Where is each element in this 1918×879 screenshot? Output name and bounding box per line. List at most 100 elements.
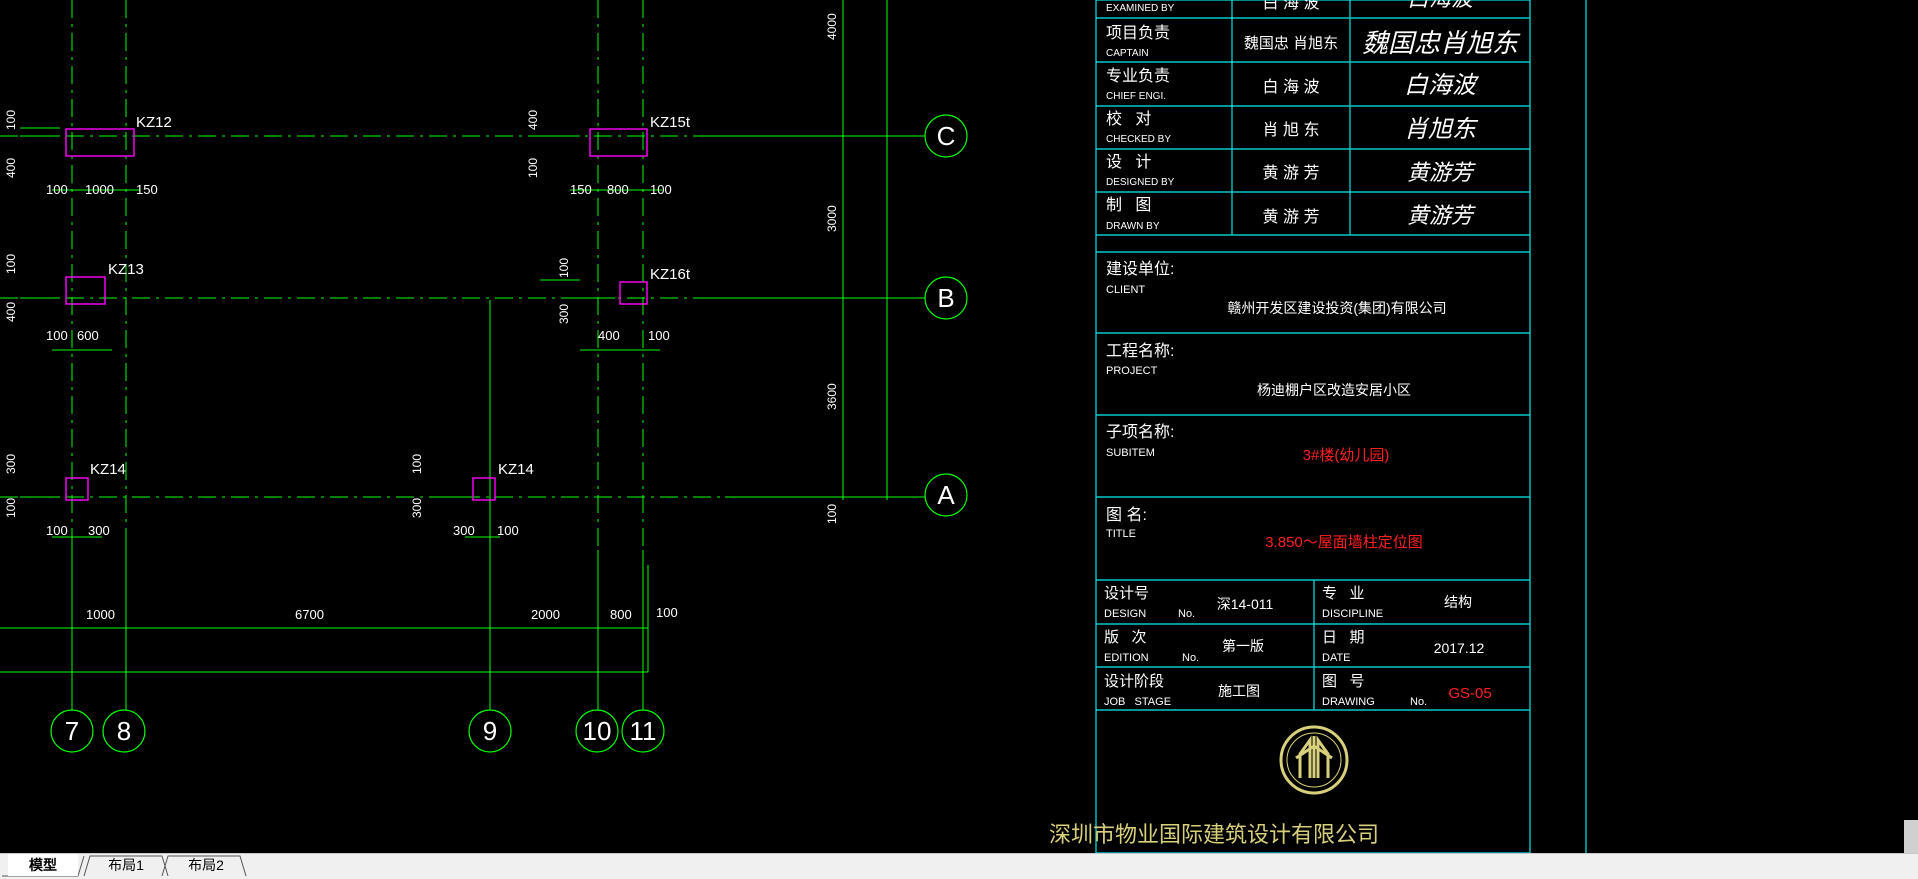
axis-label-9: 9: [483, 716, 497, 746]
svg-text:DESIGN: DESIGN: [1104, 608, 1146, 620]
axis-label-7: 7: [65, 716, 79, 746]
svg-text:300: 300: [88, 523, 110, 538]
svg-text:100: 100: [46, 523, 68, 538]
signature: 魏国忠肖旭东: [1362, 29, 1521, 59]
signature: 肖旭东: [1404, 115, 1479, 143]
svg-text:400: 400: [526, 110, 540, 130]
svg-text:300: 300: [4, 454, 18, 474]
column-kz12: [65, 128, 135, 157]
svg-text:6700: 6700: [295, 607, 324, 622]
svg-text:魏国忠 肖旭东: 魏国忠 肖旭东: [1244, 35, 1338, 52]
scrollbar-grip[interactable]: [1904, 820, 1918, 853]
layout-tab-bar: 模型 布局1 布局2: [0, 853, 1918, 879]
grid-lines: [0, 0, 925, 710]
drawing-number: GS-05: [1448, 685, 1491, 702]
svg-text:施工图: 施工图: [1218, 683, 1260, 699]
axis-col-labels: 7 8 9 10 11: [65, 716, 657, 746]
axis-label-c: C: [937, 121, 956, 151]
svg-text:800: 800: [610, 607, 632, 622]
svg-text:设计号: 设计号: [1104, 585, 1149, 602]
svg-text:600: 600: [77, 328, 99, 343]
svg-text:100: 100: [4, 110, 18, 130]
svg-text:No.: No.: [1178, 608, 1195, 620]
svg-text:黄 游 芳: 黄 游 芳: [1263, 164, 1320, 182]
axis-label-b: B: [937, 283, 954, 313]
svg-text:1000: 1000: [85, 182, 114, 197]
svg-text:图 号: 图 号: [1322, 673, 1365, 690]
svg-text:黄 游 芳: 黄 游 芳: [1263, 208, 1320, 226]
svg-text:DATE: DATE: [1322, 652, 1351, 664]
columns: [65, 128, 648, 501]
axis-label-8: 8: [117, 716, 131, 746]
svg-text:版 次: 版 次: [1104, 629, 1147, 646]
svg-text:100: 100: [526, 158, 540, 178]
svg-text:JOB STAGE: JOB STAGE: [1104, 696, 1171, 708]
svg-text:制 图: 制 图: [1106, 196, 1151, 214]
svg-text:TITLE: TITLE: [1106, 528, 1136, 540]
column-label: KZ14: [90, 461, 126, 478]
svg-text:1000: 1000: [86, 607, 115, 622]
svg-text:100: 100: [825, 504, 839, 524]
column-label: KZ14: [498, 461, 534, 478]
column-label: KZ13: [108, 261, 144, 278]
project-value: 杨迪棚户区改造安居小区: [1257, 382, 1411, 398]
svg-text:100: 100: [557, 258, 571, 278]
svg-text:No.: No.: [1182, 652, 1199, 664]
axis-label-a: A: [937, 480, 955, 510]
cad-drawing-canvas[interactable]: C B A 7 8 9 10 11 KZ12 KZ15t KZ13 KZ16t …: [0, 0, 1918, 854]
axis-label-11: 11: [630, 716, 657, 746]
svg-text:日 期: 日 期: [1322, 629, 1365, 646]
tab-layout2[interactable]: 布局2: [188, 857, 224, 873]
tab-outline: [2, 855, 247, 877]
tab-model[interactable]: 模型: [8, 854, 78, 876]
title-block-frame: [1095, 0, 1587, 854]
svg-text:设计阶段: 设计阶段: [1104, 673, 1164, 690]
svg-text:100: 100: [410, 454, 424, 474]
svg-text:300: 300: [453, 523, 475, 538]
svg-text:白 海 波: 白 海 波: [1263, 0, 1320, 12]
svg-text:CLIENT: CLIENT: [1106, 284, 1145, 296]
svg-text:3000: 3000: [825, 205, 839, 232]
svg-text:100: 100: [650, 182, 672, 197]
svg-text:100: 100: [46, 328, 68, 343]
svg-text:400: 400: [4, 158, 18, 178]
svg-text:子项名称:: 子项名称:: [1106, 423, 1174, 441]
column-kz14-a: [65, 477, 89, 501]
svg-text:100: 100: [497, 523, 519, 538]
svg-text:400: 400: [4, 302, 18, 322]
svg-text:300: 300: [410, 498, 424, 518]
column-labels: KZ12 KZ15t KZ13 KZ16t KZ14 KZ14: [90, 114, 691, 478]
signature: 黄游芳: [1407, 161, 1476, 186]
column-label: KZ16t: [650, 266, 691, 283]
svg-text:100: 100: [656, 605, 678, 620]
svg-text:专 业: 专 业: [1322, 585, 1365, 602]
svg-text:EDITION: EDITION: [1104, 652, 1149, 664]
company-logo: [1279, 725, 1349, 795]
signature: 黄游芳: [1407, 204, 1476, 229]
column-kz13: [65, 276, 106, 305]
svg-text:校 对: 校 对: [1106, 110, 1151, 128]
dimension-texts: 100 1000 150 150 800 100 100 600 400 100…: [46, 182, 678, 622]
svg-text:白 海 波: 白 海 波: [1263, 78, 1320, 96]
svg-text:2000: 2000: [531, 607, 560, 622]
svg-text:800: 800: [607, 182, 629, 197]
svg-text:100: 100: [648, 328, 670, 343]
tab-layout1[interactable]: 布局1: [108, 857, 144, 873]
svg-text:300: 300: [557, 304, 571, 324]
svg-text:No.: No.: [1410, 696, 1427, 708]
svg-text:100: 100: [4, 498, 18, 518]
axis-row-labels: C B A: [937, 121, 956, 510]
axis-bubbles: [50, 114, 968, 753]
svg-text:100: 100: [46, 182, 68, 197]
svg-text:工程名称:: 工程名称:: [1106, 342, 1174, 360]
drawing-meta: 设计号 DESIGN No. 深14-011 专 业 DISCIPLINE 结构…: [1104, 585, 1492, 708]
signature: 白海波: [1404, 71, 1480, 99]
dimension-texts-vertical: 100 400 400 100 100 400 100 300 300 100 …: [4, 13, 839, 524]
svg-text:DESIGNED BY: DESIGNED BY: [1106, 177, 1175, 188]
drawing-title-value: 3.850～屋面墙柱定位图: [1265, 534, 1423, 551]
column-kz14-b: [472, 477, 496, 501]
svg-text:第一版: 第一版: [1222, 638, 1264, 654]
svg-text:建设单位:: 建设单位:: [1106, 260, 1174, 278]
project-info: 建设单位: CLIENT 赣州开发区建设投资(集团)有限公司 工程名称: PRO…: [1106, 260, 1447, 551]
svg-text:150: 150: [570, 182, 592, 197]
